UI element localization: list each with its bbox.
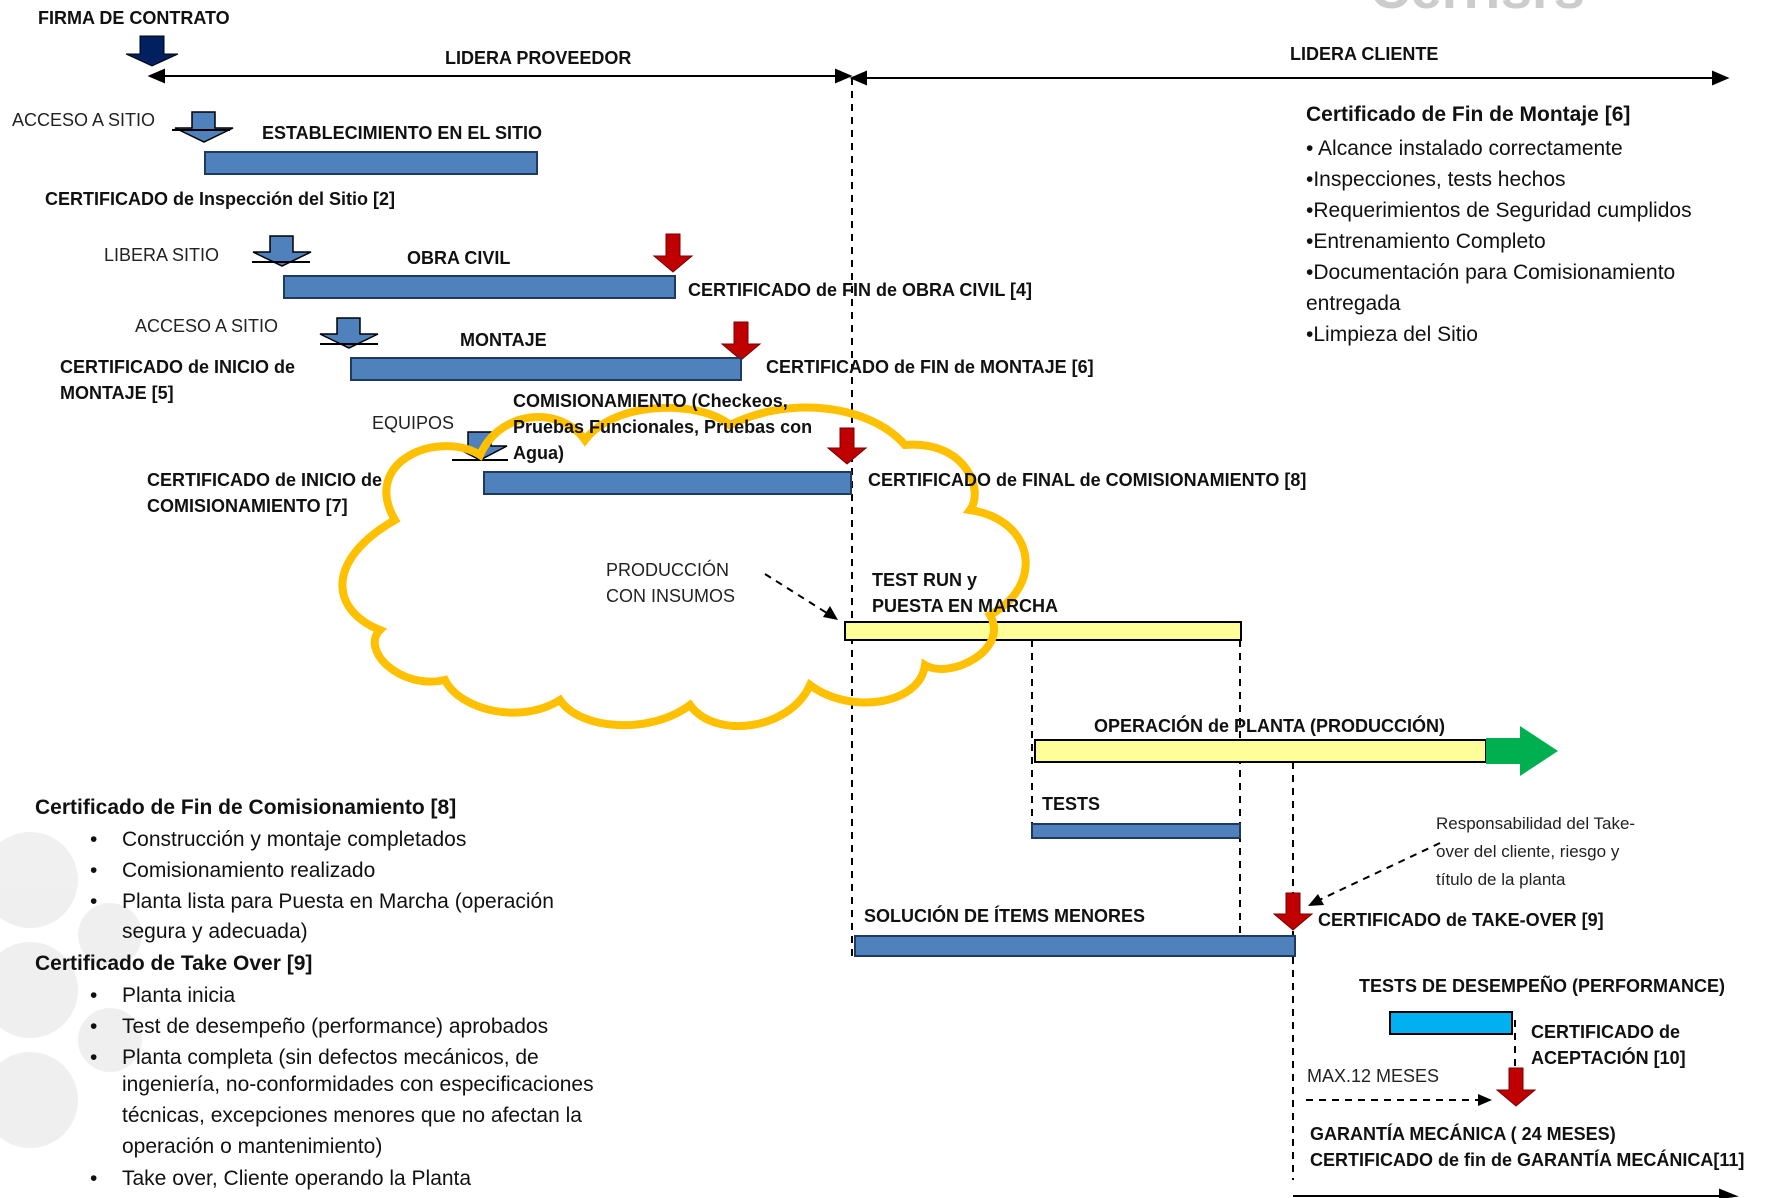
cert-inicio-montaje-label: CERTIFICADO de INICIO de [60,357,296,377]
cert-inicio-montaje-label: MONTAJE [5] [60,383,174,403]
green-arrow-icon [1486,726,1558,776]
comisionamiento-label: COMISIONAMIENTO (Checkeos, [513,391,788,411]
gantt-bars [204,151,1296,957]
cert-takeover-label: CERTIFICADO de TAKE-OVER [9] [1318,910,1604,930]
cert-fin-montaje-label: CERTIFICADO de FIN de MONTAJE [6] [766,357,1094,377]
certificate-arrow-icon [1495,1067,1537,1107]
list-item: • Alcance instalado correctamente [1306,137,1623,160]
red-down-arrows [652,233,1537,1107]
lidera-cliente-label: LIDERA CLIENTE [1290,44,1439,64]
list-item: Planta lista para Puesta en Marcha (oper… [80,886,554,917]
list-item: entregada [1306,292,1401,315]
garantia-label: GARANTÍA MECÁNICA ( 24 MESES) [1310,1124,1616,1144]
acceso-sitio-label: ACCESO A SITIO [135,316,279,336]
max-meses-label: MAX.12 MESES [1307,1066,1440,1086]
list-item: Take over, Cliente operando la Planta [80,1163,471,1194]
dashed-arrow-heads [823,606,1492,1106]
cloud-shape [338,403,1030,730]
bar-obra-civil [283,275,676,299]
comisionamiento-label: Pruebas Funcionales, Pruebas con [513,417,813,437]
cert-inicio-comis-label: COMISIONAMIENTO [7] [147,496,348,516]
certificate-arrow-icon [1272,892,1314,931]
box-comisionamiento-title: Certificado de Fin de Comisionamiento [8… [35,796,457,819]
produccion-label: PRODUCCIÓN [606,560,730,580]
cert-inicio-comis-label: CERTIFICADO de INICIO de [147,470,383,490]
bar-operacion [1034,739,1487,763]
box-takeover-list: Planta inicia Test de desempeño (perform… [80,980,548,1073]
cert-final-comis-label: CERTIFICADO de FINAL de COMISIONAMIENTO … [868,470,1307,490]
box-montaje-list: • Alcance instalado correctamente •Inspe… [1306,133,1692,350]
establecimiento-label: ESTABLECIMIENTO EN EL SITIO [262,123,543,143]
box-comisionamiento-list: Construcción y montaje completados Comis… [80,824,554,917]
list-item: Planta completa (sin defectos mecánicos,… [80,1042,548,1073]
list-item: •Documentación para Comisionamiento [1306,261,1676,284]
operacion-label: OPERACIÓN de PLANTA (PRODUCCIÓN) [1094,716,1445,736]
list-item: Planta inicia [80,980,548,1011]
solucion-label: SOLUCIÓN DE ÍTEMS MENORES [864,906,1146,926]
tests-desempeno-label: TESTS DE DESEMPEÑO (PERFORMANCE) [1359,976,1726,996]
garantia-label: CERTIFICADO de fin de GARANTÍA MECÁNICA[… [1310,1150,1745,1170]
list-item: Construcción y montaje completados [80,824,554,855]
cert-fin-obra-label: CERTIFICADO de FIN de OBRA CIVIL [4] [688,280,1033,300]
background-decoration [0,832,142,1148]
list-item: Test de desempeño (performance) aprobado… [80,1011,548,1042]
list-item: Comisionamiento realizado [80,855,554,886]
bar-establecimiento [204,151,538,175]
comisionamiento-label: Agua) [513,443,564,463]
list-item: •Limpieza del Sitio [1306,323,1478,346]
list-item-continuation: operación o mantenimiento) [122,1135,383,1158]
list-item-continuation: ingeniería, no-conformidades con especif… [122,1073,594,1096]
firma-label: FIRMA DE CONTRATO [38,8,230,28]
bar-tests-desempeno [1389,1011,1513,1035]
produccion-label: CON INSUMOS [606,586,736,606]
down-arrow-icon [319,317,379,349]
cert-aceptacion-label: CERTIFICADO de [1531,1022,1681,1042]
responsabilidad-note: over del cliente, riesgo y [1436,842,1620,861]
equipos-label: EQUIPOS [372,413,455,433]
cert-aceptacion-label: ACEPTACIÓN [10] [1531,1048,1686,1068]
certificate-arrow-icon [720,321,762,361]
cert-inspeccion-label: CERTIFICADO de Inspección del Sitio [2] [45,189,396,209]
box-takeover-title: Certificado de Take Over [9] [35,952,313,975]
box-montaje-title: Certificado de Fin de Montaje [6] [1306,103,1631,126]
lidera-proveedor-label: LIDERA PROVEEDOR [445,48,632,68]
bar-comisionamiento [483,471,852,495]
list-item: •Requerimientos de Seguridad cumplidos [1306,199,1692,222]
acceso-sitio-label: ACCESO A SITIO [12,110,156,130]
down-arrow-icon [252,235,312,267]
list-item-continuation: técnicas, excepciones menores que no afe… [122,1104,582,1127]
box-takeover-list-tail: Take over, Cliente operando la Planta [80,1163,471,1194]
blue-down-arrows [174,111,508,461]
list-item: •Inspecciones, tests hechos [1306,168,1566,191]
montaje-label: MONTAJE [460,330,547,350]
test-run-label: PUESTA EN MARCHA [872,596,1059,616]
bottom-arrow [1293,1188,1739,1198]
certificate-arrow-icon [652,233,694,273]
dashed-lines [764,78,1516,1180]
test-run-label: TEST RUN y [872,570,978,590]
list-item: •Entrenamiento Completo [1306,230,1546,253]
yellow-bars [844,621,1487,763]
bar-montaje [350,357,742,381]
arrow-tails [172,129,508,461]
list-item-continuation: segura y adecuada) [122,920,308,943]
libera-sitio-label: LIBERA SITIO [104,245,220,265]
obra-civil-label: OBRA CIVIL [407,248,511,268]
down-arrow-icon [174,111,234,143]
contract-arrow-icon [125,35,179,67]
bar-solucion [854,935,1296,957]
certificate-arrow-icon [826,427,868,465]
lead-arrows [147,68,1730,86]
tests-label: TESTS [1042,794,1101,814]
logo-fragment: Cerrisrs [1370,0,1585,20]
bar-tests [1031,823,1241,839]
responsabilidad-note: título de la planta [1436,870,1566,889]
responsabilidad-note: Responsabilidad del Take- [1436,814,1636,833]
bar-test-run [844,621,1242,641]
